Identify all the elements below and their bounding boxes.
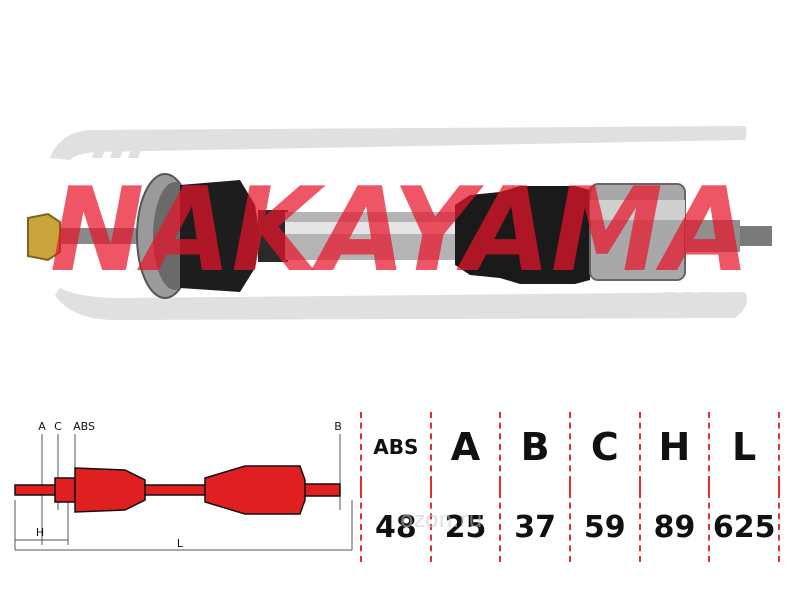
spec-value-abs: 48 <box>360 492 432 562</box>
spec-value-c: 59 <box>568 492 641 562</box>
product-photo: NAKAYAMA <box>27 126 772 320</box>
spec-header-c: C <box>568 412 641 482</box>
axle-nut <box>27 212 61 262</box>
dim-label-b: B <box>334 420 342 433</box>
spec-value-a: 25 <box>429 492 502 562</box>
logo-speed-lines-bottom <box>658 292 711 315</box>
dim-label-c: C <box>54 420 62 433</box>
spec-header-h: H <box>638 412 711 482</box>
logo-swoosh-top <box>50 126 747 160</box>
spec-header-b: B <box>499 412 571 482</box>
shaft-bar <box>285 212 460 260</box>
spec-header-abs: ABS <box>360 412 432 482</box>
spec-value-l: 625 <box>708 492 780 562</box>
drive-shaft <box>27 173 772 299</box>
dim-label-l: L <box>177 537 184 550</box>
logo-swoosh-bottom <box>55 288 748 320</box>
shaft-schematic: A C ABS B H L <box>14 420 353 551</box>
spec-value-b: 37 <box>499 492 571 562</box>
dim-label-abs: ABS <box>73 420 95 433</box>
outer-boot <box>180 180 260 292</box>
dim-label-h: H <box>36 526 44 539</box>
spec-header-l: L <box>708 412 780 482</box>
output-spline <box>685 220 740 252</box>
specs-table: ABS A B C H L 48 25 37 59 89 625 <box>360 412 780 562</box>
spec-value-h: 89 <box>638 492 711 562</box>
brand-logo: NAKAYAMA <box>50 163 750 298</box>
spec-header-a: A <box>429 412 502 482</box>
logo-speed-lines-top <box>92 135 146 158</box>
watermark: ozon.ru <box>400 508 483 533</box>
dim-label-a: A <box>38 420 46 433</box>
schematic-shaft <box>14 465 341 515</box>
inner-boot <box>455 186 590 284</box>
